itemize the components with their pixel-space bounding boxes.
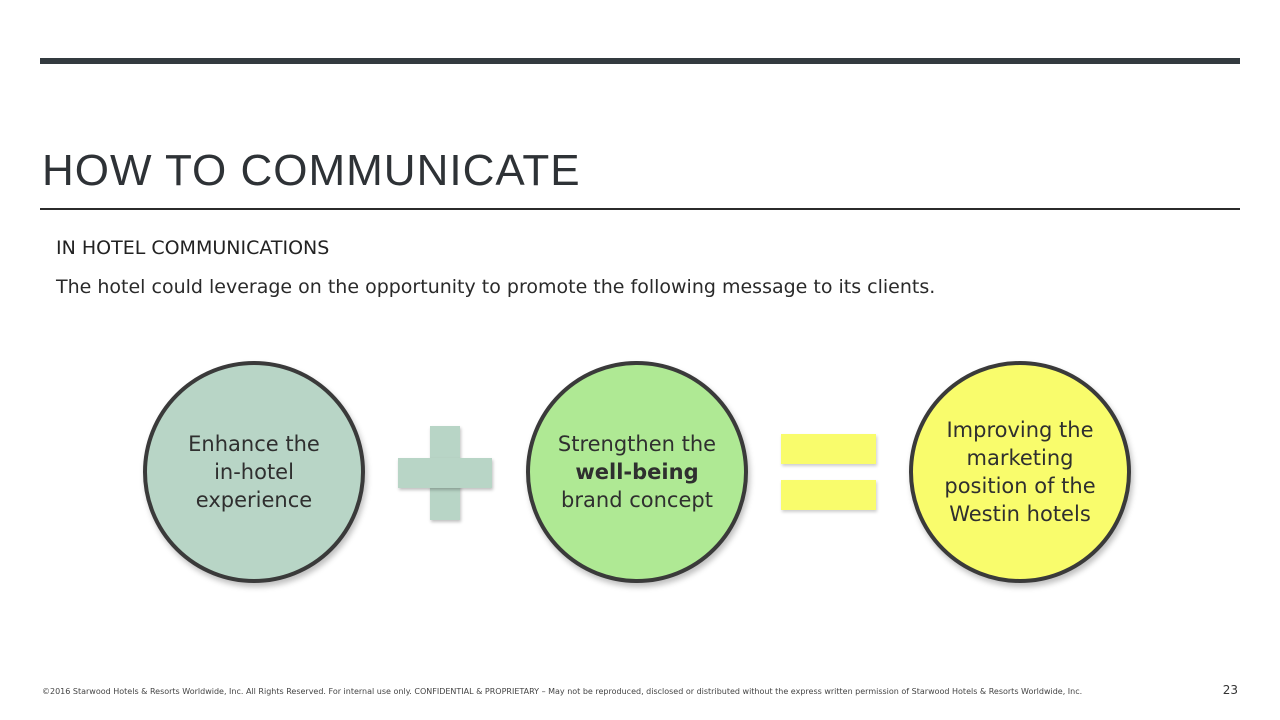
circle-label-line: Strengthen the [557,432,717,456]
plus-icon-horizontal-bar [398,458,492,488]
circle-label-line: position of the [944,474,1096,498]
plus-icon [398,426,492,520]
circle-marketing-position: Improving the marketing position of the … [909,361,1131,583]
circle-label-emphasis: well-being [575,460,699,484]
copyright-footer: ©2016 Starwood Hotels & Resorts Worldwid… [42,687,1083,696]
equals-icon [781,434,876,512]
circle-label-line: marketing [966,446,1074,470]
equals-icon-bottom-bar [781,480,876,510]
circle-label-line: Improving the [946,418,1094,442]
section-description: The hotel could leverage on the opportun… [56,276,936,298]
title-divider [40,208,1240,210]
section-subheading: IN HOTEL COMMUNICATIONS [56,237,330,259]
circle-enhance-experience: Enhance the in-hotel experience [143,361,365,583]
circle-label-line: experience [195,488,313,512]
circle-label-line: Enhance the [188,432,320,456]
circle-label-line: Westin hotels [949,502,1091,526]
equals-icon-top-bar [781,434,876,464]
page-number: 23 [1222,683,1238,697]
slide-title: HOW TO COMMUNICATE [42,146,581,195]
circle-label-line: brand concept [561,488,713,512]
circle-label-line: in-hotel [214,460,294,484]
circle-strengthen-brand: Strengthen the well-being brand concept [526,361,748,583]
top-divider [40,58,1240,64]
